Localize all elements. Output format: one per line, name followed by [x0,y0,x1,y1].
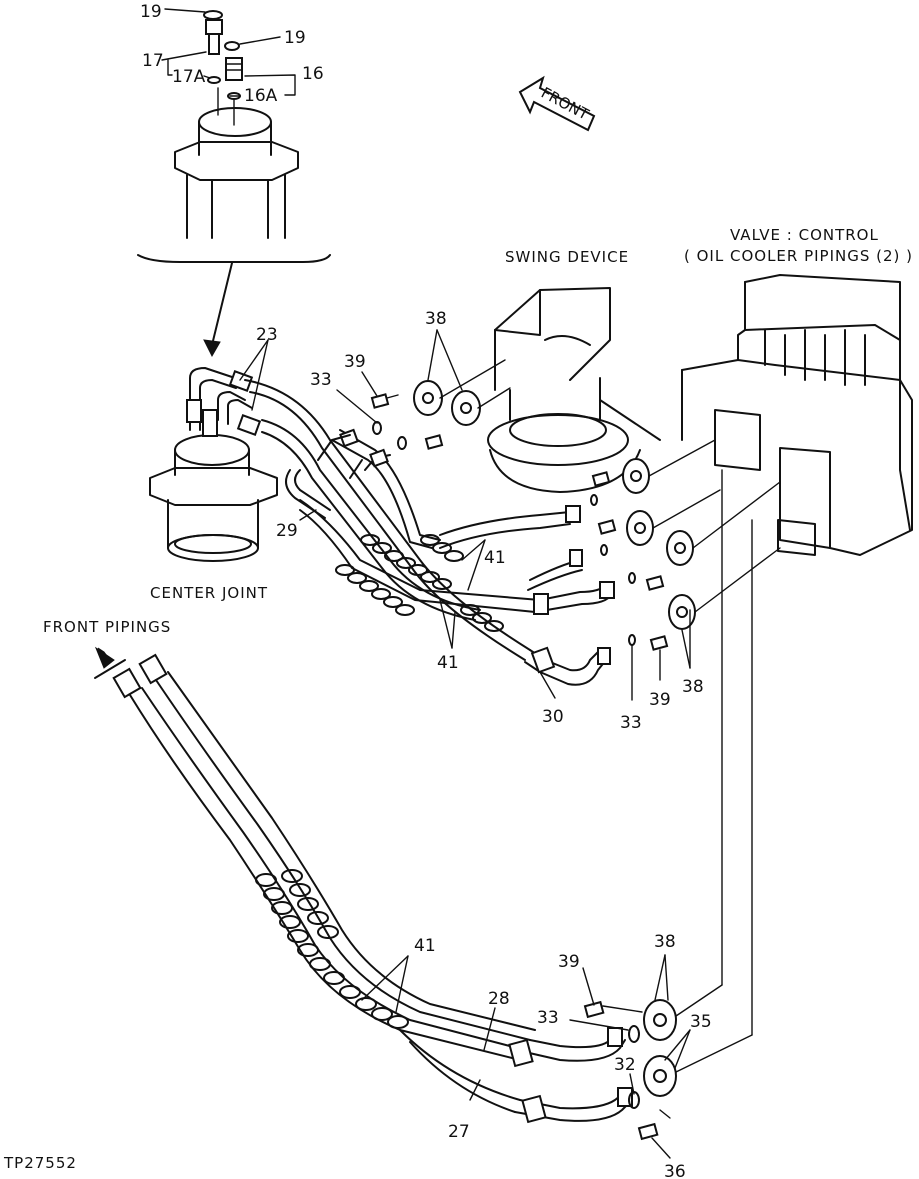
hose-spring-guards [335,534,504,632]
callout-23: 23 [256,325,278,345]
callout-19-top: 19 [140,2,162,22]
front-direction-arrow: FRONT [518,75,596,132]
valve-control-caption: VALVE : CONTROL [730,226,879,244]
callout-38-mid: 38 [682,677,704,697]
control-valve [681,274,913,1036]
callout-38-top: 38 [425,309,447,329]
upper-hose-bundle [244,379,615,686]
center-joint [149,367,278,562]
callout-36: 36 [664,1162,686,1179]
center-joint-caption: CENTER JOINT [150,584,268,602]
front-pipings-caption: FRONT PIPINGS [43,618,171,636]
callout-27: 27 [448,1122,470,1142]
callout-39-top: 39 [344,352,366,372]
callout-32: 32 [614,1055,636,1075]
callout-41-mid-a: 41 [484,548,506,568]
figure-id: TP27552 [3,1154,77,1172]
callout-33-low: 33 [537,1008,559,1028]
callout-17: 17 [142,51,164,71]
callout-33-mid: 33 [620,713,642,733]
callout-38-low: 38 [654,932,676,952]
callout-35: 35 [690,1012,712,1032]
callout-28: 28 [488,989,510,1009]
callout-39-low: 39 [558,952,580,972]
callout-17a: 17A [172,67,206,87]
center-joint-top-detail [137,10,331,358]
callout-41-mid-b: 41 [437,653,459,673]
swing-device-caption: SWING DEVICE [505,248,629,266]
lower-flanges [583,984,753,1141]
callout-16a: 16A [244,86,278,106]
callout-33-top: 33 [310,370,332,390]
callout-30: 30 [542,707,564,727]
callout-39-mid: 39 [649,690,671,710]
callout-29: 29 [276,521,298,541]
leader-lines [161,8,691,1159]
callout-16: 16 [302,64,324,84]
callout-19-side: 19 [284,28,306,48]
oil-cooler-caption: ( OIL COOLER PIPINGS (2) ) [684,247,913,265]
callout-41-low: 41 [414,936,436,956]
callout-labels: 19 19 17 17A 16 16A 23 38 39 33 29 41 41… [140,2,712,1179]
upper-flanges [370,359,781,651]
